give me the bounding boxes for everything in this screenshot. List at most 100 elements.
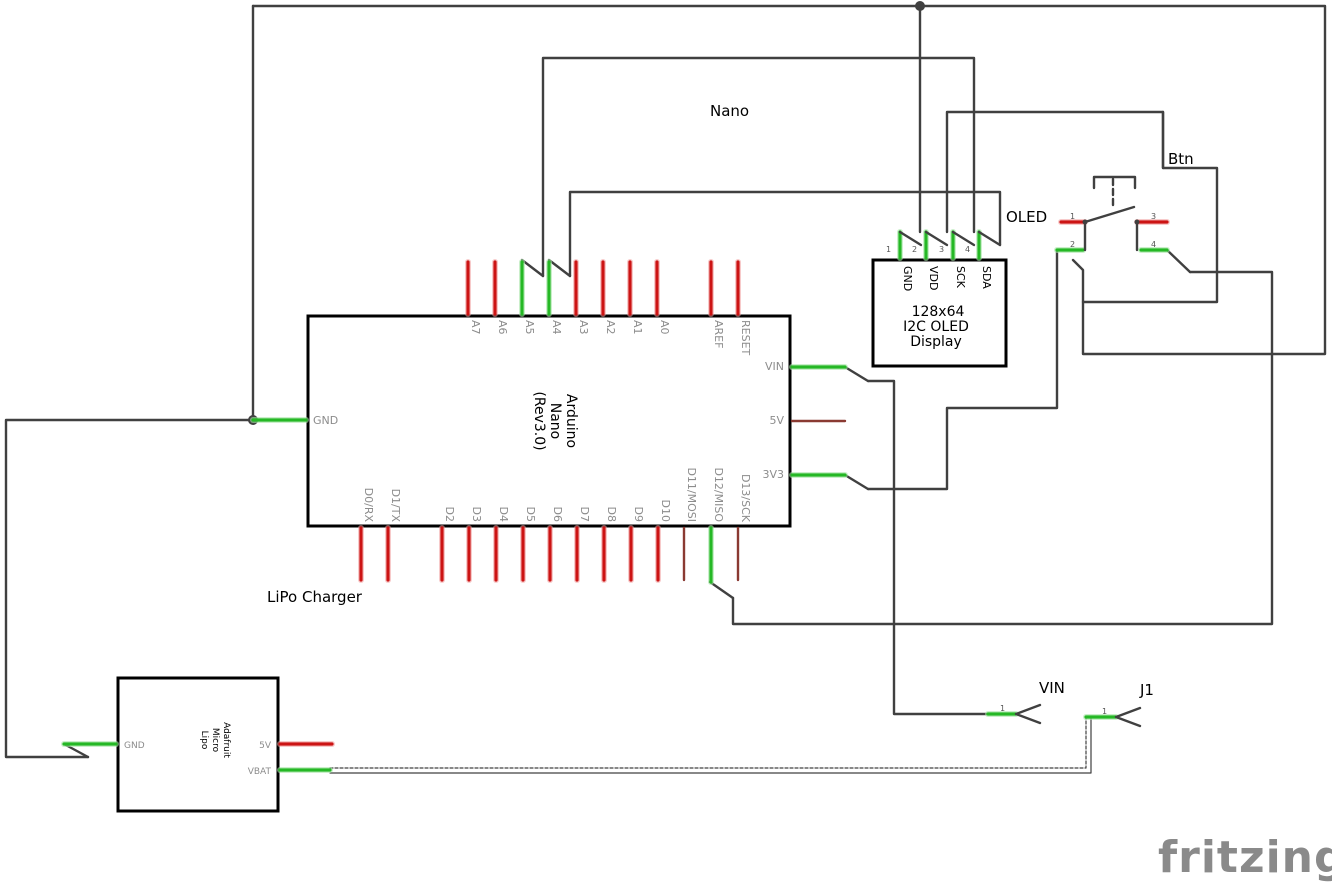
- arduino-top-pins: A7 A6 A5 A4 A3 A2 A1 A0 AREF RESET: [465, 259, 752, 356]
- junction-top: [915, 1, 925, 11]
- oled-pin-number-4: 4: [965, 245, 970, 254]
- lipo-title-line2: Micro: [210, 728, 220, 753]
- pin-label-d6: D6: [551, 507, 564, 522]
- pin-label-d11-mosi: D11/MOSI: [685, 467, 698, 522]
- arduino-title-line3: (Rev3.0): [531, 391, 547, 450]
- pin-label-a0: A0: [658, 320, 671, 335]
- lead-a3: [547, 258, 572, 278]
- btn-pin4-number: 4: [1151, 240, 1156, 249]
- oled-lead-vdd: [924, 230, 949, 247]
- pin-label-d2: D2: [443, 507, 456, 522]
- push-button[interactable]: 1 2 3 4: [1054, 175, 1170, 253]
- pin-label-a7: A7: [469, 320, 482, 335]
- pin-label-d7: D7: [578, 507, 591, 522]
- btn-actuator: [1092, 175, 1137, 190]
- lead-d12: [708, 580, 735, 600]
- oled-pin-number-3: 3: [939, 245, 944, 254]
- lipo-title: Adafruit Micro Lipo: [199, 722, 231, 758]
- pin-label-d12-miso: D12/MISO: [712, 467, 725, 522]
- arduino-nano[interactable]: A7 A6 A5 A4 A3 A2 A1 A0 AREF RESET D0/RX D1/TX D2 D3…: [250, 259, 848, 585]
- btn-contact: [1083, 205, 1136, 224]
- wire-gnd-top-bus[interactable]: [251, 4, 1327, 356]
- lipo-title-line3: Lipo: [199, 731, 209, 750]
- wire-gnd-to-lipo[interactable]: [4, 418, 255, 759]
- btn-pin3-number: 3: [1151, 212, 1156, 221]
- lipo-body: [116, 676, 280, 813]
- label-j1: J1: [1139, 681, 1154, 699]
- pin-label-3v3: 3V3: [762, 468, 784, 481]
- oled-body: [871, 258, 1008, 368]
- pin-label-a1: A1: [631, 320, 644, 335]
- pin-label-d13-sck: D13/SCK: [739, 474, 752, 523]
- oled-title-line2: I2C OLED: [903, 319, 969, 335]
- btn-pin2-number: 2: [1070, 240, 1075, 249]
- wires: [4, 4, 1327, 774]
- pin-label-d0-rx: D0/RX: [362, 488, 375, 523]
- arduino-body: [306, 314, 792, 528]
- oled-lead-sda: [977, 230, 1002, 247]
- vin-connector[interactable]: 1: [985, 703, 1042, 725]
- wire-a4-sda[interactable]: [541, 56, 976, 278]
- fritzing-logo: fritzing: [1158, 832, 1332, 882]
- lipo-label-5v: 5V: [259, 741, 272, 751]
- vin-conn-number: 1: [1000, 704, 1005, 713]
- pin-label-d3: D3: [470, 507, 483, 522]
- oled-pin-label-vdd: VDD: [927, 266, 940, 290]
- wire-3v3-button[interactable]: [866, 248, 1059, 491]
- label-oled: OLED: [1006, 208, 1047, 226]
- lead-a4: [520, 258, 545, 278]
- lipo-title-line1: Adafruit: [221, 722, 231, 758]
- lipo-charger[interactable]: GND 5V VBAT Adafruit Micro Lipo: [61, 676, 335, 813]
- j1-connector[interactable]: 1: [1083, 706, 1142, 728]
- wire-btn-d12[interactable]: [731, 270, 1274, 626]
- wire-vin-connector[interactable]: [866, 379, 990, 716]
- btn-pin1-number: 1: [1070, 212, 1075, 221]
- pin-label-a2: A2: [604, 320, 617, 335]
- wire-a3-sck[interactable]: [568, 190, 1002, 278]
- arduino-bottom-pins: D0/RX D1/TX D2 D3 D4 D5 D6 D7 D8 D9 D10 D11/MOSI D12…: [358, 467, 752, 585]
- lead-btn-4: [1165, 248, 1192, 274]
- oled-lead-gnd: [898, 230, 923, 247]
- pin-label-d5: D5: [524, 507, 537, 522]
- oled-pin-number-1: 1: [886, 245, 891, 254]
- label-nano: Nano: [710, 102, 749, 120]
- pin-label-gnd: GND: [313, 414, 338, 427]
- oled-pin-number-2: 2: [912, 245, 917, 254]
- label-lipo-charger: LiPo Charger: [267, 588, 363, 606]
- arduino-title: Arduino Nano (Rev3.0): [531, 391, 579, 450]
- lead-vin: [843, 365, 870, 383]
- oled-title-line3: Display: [910, 334, 962, 350]
- pin-label-aref: AREF: [712, 320, 725, 348]
- j1-conn-symbol: [1114, 706, 1142, 728]
- pin-label-d8: D8: [605, 507, 618, 522]
- wire-vbat-j1-a[interactable]: [329, 716, 1087, 769]
- vin-conn-symbol: [1014, 703, 1042, 725]
- pin-label-reset: RESET: [739, 320, 752, 356]
- pin-label-a4: A4: [550, 320, 563, 335]
- label-vin: VIN: [1039, 679, 1065, 697]
- arduino-title-line1: Arduino: [563, 394, 579, 448]
- label-btn: Btn: [1168, 150, 1194, 168]
- oled-pin-label-gnd: GND: [901, 266, 914, 291]
- btn-dot-right: [1134, 219, 1140, 225]
- btn-dot-left: [1082, 219, 1088, 225]
- pin-label-d1-tx: D1/TX: [389, 489, 402, 523]
- lead-3v3: [843, 473, 870, 491]
- j1-conn-number: 1: [1102, 707, 1107, 716]
- wire-vbat-j1-b[interactable]: [329, 716, 1092, 774]
- pin-label-a5: A5: [523, 320, 536, 335]
- pin-label-a3: A3: [577, 320, 590, 335]
- oled-title-line1: 128x64: [912, 304, 965, 320]
- oled-lead-sck: [951, 230, 976, 247]
- lipo-label-vbat: VBAT: [248, 767, 272, 777]
- oled-pin-label-sck: SCK: [954, 266, 967, 289]
- oled-pin-label-sda: SDA: [980, 266, 993, 289]
- pin-label-d10: D10: [659, 500, 672, 522]
- pin-label-a6: A6: [496, 320, 509, 335]
- pin-label-d9: D9: [632, 507, 645, 522]
- pin-label-5v: 5V: [769, 414, 784, 427]
- pin-label-d4: D4: [497, 507, 510, 522]
